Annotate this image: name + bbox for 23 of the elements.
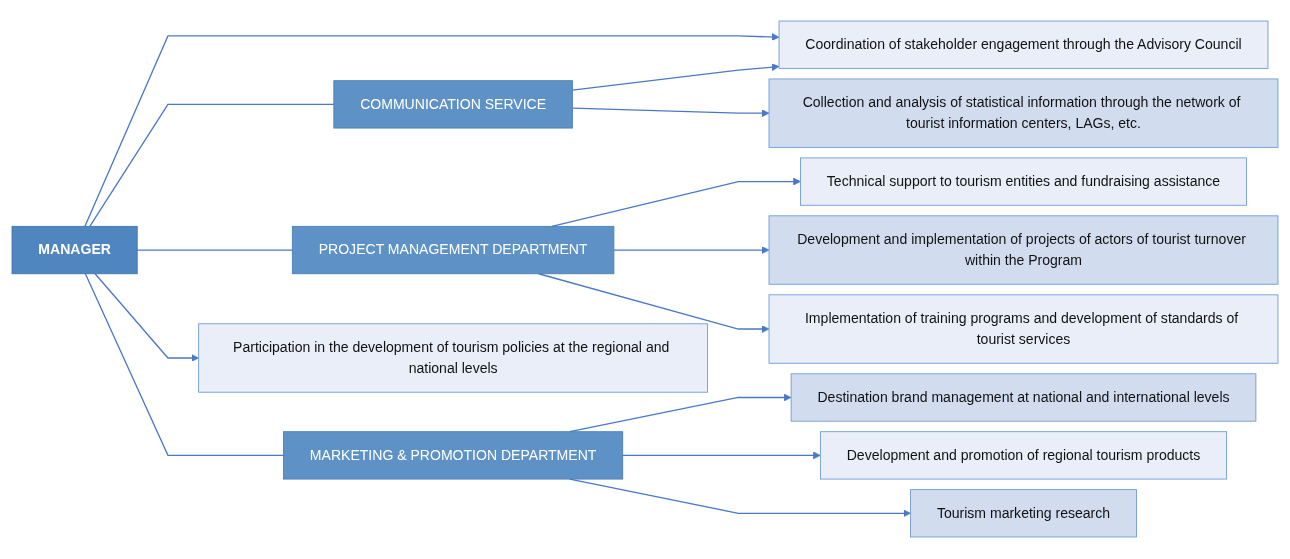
connector — [89, 104, 335, 228]
node-box: Collection and analysis of statistical information through the network of tourist information centers, LAGs, etc. — [768, 79, 1279, 149]
arrow — [571, 63, 780, 92]
arrow — [613, 246, 770, 255]
node-box: Development and promotion of regional tourism products — [819, 431, 1228, 480]
connector — [136, 249, 294, 252]
node-box: MARKETING & PROMOTION DEPARTMENT — [283, 431, 624, 480]
arrow — [94, 273, 199, 363]
node-box: Technical support to tourism entities and fundraising assistance — [800, 157, 1247, 207]
node-box: Participation in the development of tourism policies at the regional and national levels — [198, 323, 709, 394]
node-box: Implementation of training programs and development of standards of tourist services — [768, 294, 1279, 365]
arrow — [622, 452, 821, 460]
arrow — [84, 33, 780, 228]
node-box: MANAGER — [11, 226, 138, 275]
node-box: PROJECT MANAGEMENT DEPARTMENT — [291, 226, 615, 275]
node-box: Destination brand management at national and international levels — [790, 373, 1257, 423]
node-box: Coordination of stakeholder engagement through the Advisory Council — [778, 21, 1269, 70]
node-box: COMMUNICATION SERVICE — [333, 80, 573, 129]
node-box: Tourism marketing research — [910, 489, 1137, 538]
connector — [84, 273, 285, 457]
arrow — [571, 107, 770, 118]
node-box: Development and implementation of projects of actors of tourist turnover within the Program — [768, 215, 1279, 286]
arrow — [569, 394, 792, 433]
